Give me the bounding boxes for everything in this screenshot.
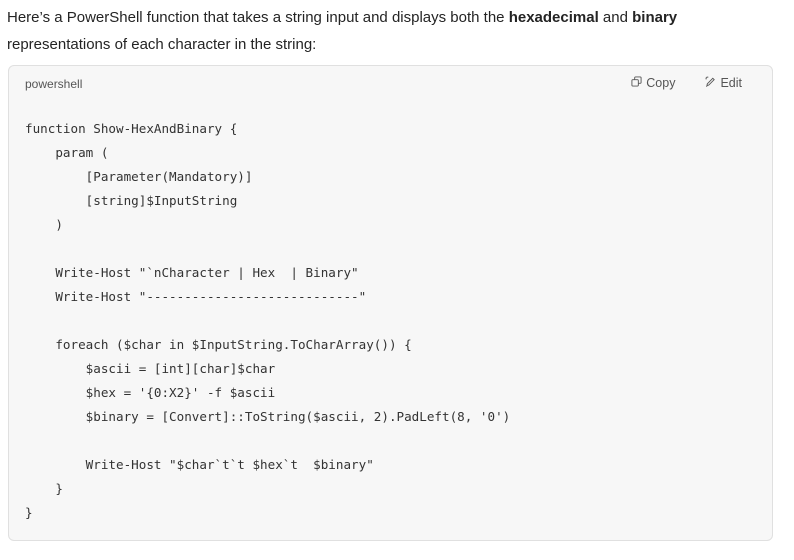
code-actions: Copy Edit xyxy=(631,76,742,90)
edit-button[interactable]: Edit xyxy=(705,76,742,90)
intro-bold-binary: binary xyxy=(632,9,678,26)
copy-button[interactable]: Copy xyxy=(631,76,675,90)
copy-icon xyxy=(631,76,642,90)
code-block: powershell Copy Edit function Show-HexAn… xyxy=(8,65,773,541)
code-content: function Show-HexAndBinary { param ( [Pa… xyxy=(25,121,511,520)
edit-label: Edit xyxy=(720,76,742,90)
intro-text: and xyxy=(598,9,633,26)
intro-paragraph: Here’s a PowerShell function that takes … xyxy=(7,4,777,58)
pencil-icon xyxy=(705,76,716,90)
intro-bold-hex: hexadecimal xyxy=(508,9,599,26)
intro-text: representations of each character in the… xyxy=(7,36,317,53)
copy-label: Copy xyxy=(646,76,676,90)
code-language-label: powershell xyxy=(25,77,83,91)
intro-text: Here’s a PowerShell function that takes … xyxy=(7,9,509,26)
